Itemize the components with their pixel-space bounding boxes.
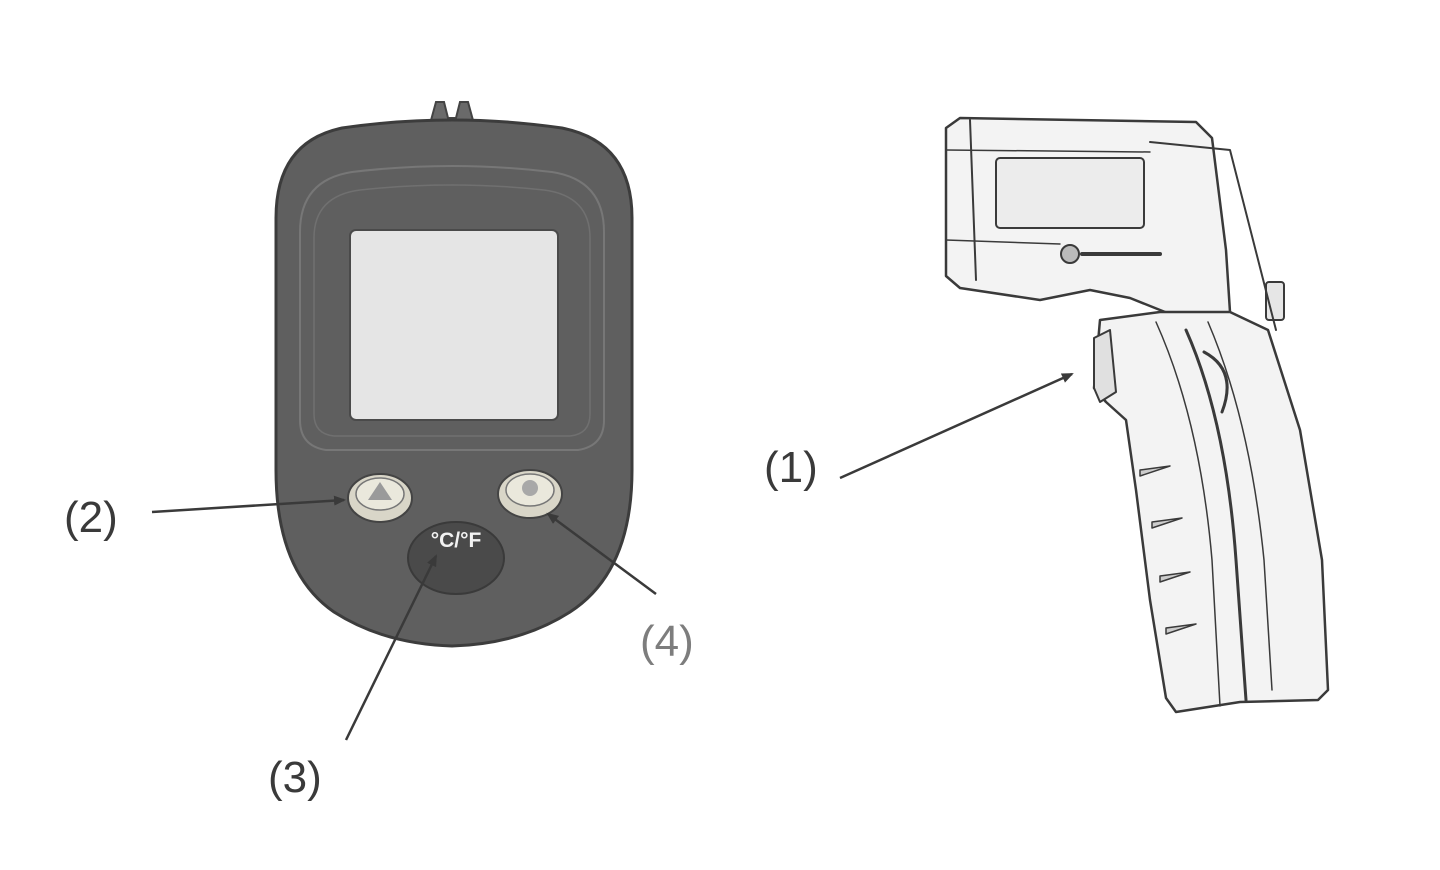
lcd-screen [349, 229, 559, 421]
side-view [944, 116, 1330, 714]
arrow-1 [839, 372, 1074, 480]
unit-toggle-button[interactable]: °C/°F [407, 521, 505, 595]
trigger [1093, 329, 1117, 403]
battery-latch [1202, 350, 1229, 414]
device-bezel [299, 165, 605, 451]
side-window [995, 157, 1145, 229]
callout-label-3: (3) [268, 753, 322, 802]
top-clip [428, 101, 476, 125]
callout-label-1: (1) [764, 443, 818, 492]
triangle-icon [368, 482, 392, 500]
arrow-3 [344, 554, 438, 741]
arrow-2 [151, 495, 346, 514]
callout-arrows [151, 372, 1074, 741]
front-view: °C/°F [274, 101, 634, 648]
button-left[interactable] [347, 473, 413, 523]
callout-label-4: (4) [640, 617, 694, 666]
button-right[interactable] [497, 469, 563, 519]
gun-grip [1092, 310, 1330, 714]
light-bulb-icon [522, 480, 538, 496]
callout-label-2: (2) [64, 493, 118, 542]
arrow-4 [546, 512, 657, 596]
unit-toggle-label: °C/°F [431, 529, 482, 552]
laser-aperture [1060, 244, 1080, 264]
